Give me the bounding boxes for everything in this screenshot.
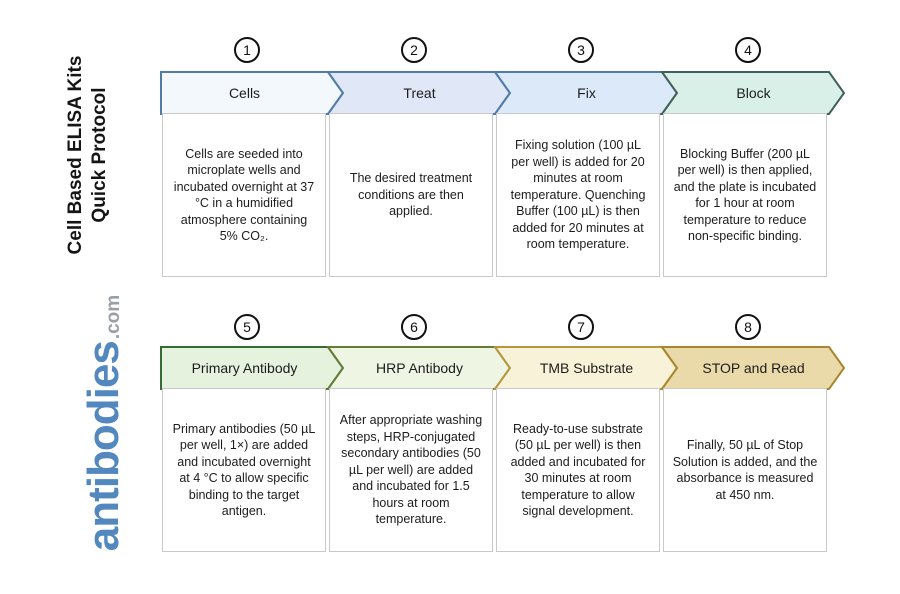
step-description-8: Finally, 50 µL of Stop Solution is added… xyxy=(663,388,827,552)
arrow-segment-fix xyxy=(493,71,679,115)
arrow-banner-row2 xyxy=(160,346,846,390)
step-description-2: The desired treatment conditions are the… xyxy=(329,113,493,277)
step-circle-6: 6 xyxy=(401,314,427,340)
arrow-segment-stop-and-read xyxy=(660,346,846,390)
step-description-3: Fixing solution (100 µL per well) is add… xyxy=(496,113,660,277)
arrow-banner-row1 xyxy=(160,71,846,115)
page-title-line2: Quick Protocol xyxy=(89,87,110,223)
step-circle-4: 4 xyxy=(735,37,761,63)
step-description-text-7: Ready-to-use substrate (50 µL per well) … xyxy=(510,421,646,519)
step-number-4: 4 xyxy=(744,42,752,58)
step-description-text-5: Primary antibodies (50 µL per well, 1×) … xyxy=(172,421,316,519)
page-title: Cell Based ELISA Kits Quick Protocol xyxy=(64,35,112,275)
page-title-line1: Cell Based ELISA Kits xyxy=(64,55,86,255)
logo-tld-text: .com xyxy=(103,294,124,340)
step-description-text-6: After appropriate washing steps, HRP-con… xyxy=(339,413,483,527)
arrow-segment-block xyxy=(660,71,846,115)
step-number-5: 5 xyxy=(243,319,251,335)
step-circle-8: 8 xyxy=(735,314,761,340)
step-description-text-4: Blocking Buffer (200 µL per well) is the… xyxy=(673,146,817,244)
step-circle-1: 1 xyxy=(234,37,260,63)
arrow-segment-hrp-antibody xyxy=(326,346,512,390)
step-description-7: Ready-to-use substrate (50 µL per well) … xyxy=(496,388,660,552)
step-description-6: After appropriate washing steps, HRP-con… xyxy=(329,388,493,552)
step-circle-7: 7 xyxy=(568,314,594,340)
step-number-6: 6 xyxy=(410,319,418,335)
antibodies-logo: antibodies .com xyxy=(64,268,128,578)
step-number-2: 2 xyxy=(410,42,418,58)
step-circle-3: 3 xyxy=(568,37,594,63)
arrow-segment-treat xyxy=(326,71,512,115)
step-circle-2: 2 xyxy=(401,37,427,63)
arrow-segment-tmb-substrate xyxy=(493,346,679,390)
logo-brand-text: antibodies xyxy=(79,341,128,552)
step-description-text-2: The desired treatment conditions are the… xyxy=(349,171,473,219)
step-description-4: Blocking Buffer (200 µL per well) is the… xyxy=(663,113,827,277)
step-number-8: 8 xyxy=(744,319,752,335)
step-number-1: 1 xyxy=(243,42,251,58)
arrow-segment-cells xyxy=(160,71,345,115)
step-circle-5: 5 xyxy=(234,314,260,340)
step-description-1: Cells are seeded into microplate wells a… xyxy=(162,113,326,277)
step-number-7: 7 xyxy=(577,319,585,335)
step-description-text-3: Fixing solution (100 µL per well) is add… xyxy=(510,138,646,252)
step-description-text-8: Finally, 50 µL of Stop Solution is added… xyxy=(672,438,818,502)
arrow-segment-primary-antibody xyxy=(160,346,345,390)
step-description-5: Primary antibodies (50 µL per well, 1×) … xyxy=(162,388,326,552)
step-number-3: 3 xyxy=(577,42,585,58)
step-description-text-1: Cells are seeded into microplate wells a… xyxy=(173,146,315,244)
